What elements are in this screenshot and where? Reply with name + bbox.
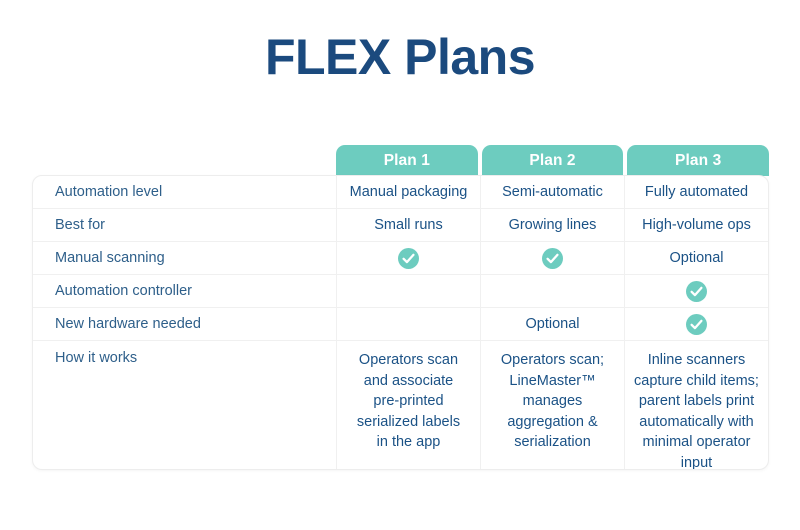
- cell-check: [481, 242, 625, 274]
- cell-text: Small runs: [337, 209, 481, 241]
- table-row: Manual scanning Optional: [33, 242, 768, 275]
- cell-check: [337, 242, 481, 274]
- check-circle-icon: [398, 247, 419, 269]
- cell-text: Optional: [669, 250, 724, 266]
- check-circle-icon: [686, 313, 707, 335]
- row-label: Best for: [33, 209, 337, 241]
- row-label: Manual scanning: [33, 242, 337, 274]
- page-title: FLEX Plans: [264, 29, 536, 85]
- row-label: New hardware needed: [33, 308, 337, 340]
- cell-check: [625, 275, 768, 307]
- cell-text: Semi-automatic: [481, 176, 625, 208]
- cell-text: Fully automated: [644, 184, 749, 200]
- cell-empty: [481, 275, 625, 307]
- cell-text: Inline scanners capture child items; par…: [634, 352, 759, 470]
- table-header-row: Plan 1 Plan 2 Plan 3: [32, 145, 770, 176]
- cell-empty: [337, 308, 481, 340]
- table-row: New hardware needed Optional: [33, 308, 768, 341]
- row-label: Automation controller: [33, 275, 337, 307]
- cell-text: Growing lines: [481, 209, 625, 241]
- table-row: Automation controller: [33, 275, 768, 308]
- plan-header-1[interactable]: Plan 1: [336, 145, 478, 176]
- plan-header-3[interactable]: Plan 3: [627, 145, 770, 176]
- cell-text: High-volume ops: [642, 217, 751, 233]
- cell-text: Operators scan and associate pre-printed…: [337, 341, 481, 469]
- check-circle-icon: [542, 247, 563, 269]
- row-label: Automation level: [33, 176, 337, 208]
- cell-text: Operators scan; LineMaster™ manages aggr…: [481, 341, 625, 469]
- cell-text: Manual packaging: [337, 176, 481, 208]
- cell-empty: [337, 275, 481, 307]
- check-circle-icon: [686, 280, 707, 302]
- plan-header-2[interactable]: Plan 2: [481, 145, 624, 176]
- cell-text: Optional: [481, 308, 625, 340]
- header-feature-spacer: [32, 145, 336, 176]
- row-label: How it works: [33, 341, 337, 469]
- cell-check: [625, 308, 768, 340]
